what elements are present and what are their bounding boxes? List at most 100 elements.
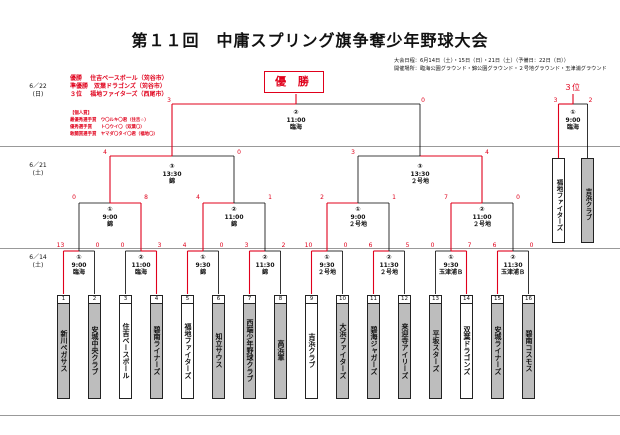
team-15: 安城ライナーズ	[491, 295, 504, 399]
score: 6	[492, 242, 497, 249]
team-16: 碧南コスモス	[522, 295, 535, 399]
score: 0	[516, 194, 520, 201]
result-runner-up: 準優勝 双葉ドラゴンズ（苅谷市）	[70, 83, 166, 90]
team-3: 住吉ベースボール	[119, 295, 132, 399]
score: 10	[304, 242, 313, 249]
score: 0	[343, 242, 348, 249]
score: 0	[219, 242, 224, 249]
team-8: 高浜軍	[274, 295, 287, 399]
team-number: 14	[460, 295, 473, 304]
result-champion: 優勝 住吉ベースボール（苅谷市）	[70, 75, 168, 82]
score: 4	[196, 194, 200, 201]
team-number: 9	[305, 295, 318, 304]
score: 4	[182, 242, 187, 249]
team-number: 1	[57, 295, 70, 304]
venue-text: 開催場所：臨海公園グラウンド・錦公園グラウンド・２号地グラウンド・玉津浦グラウン…	[394, 66, 607, 72]
score: 6	[368, 242, 373, 249]
team-number: 8	[274, 295, 287, 304]
score: 3	[553, 97, 558, 104]
divider	[0, 146, 620, 147]
team-10: 大浜ファイターズ	[336, 295, 349, 399]
team-number: 2	[88, 295, 101, 304]
score: 2	[320, 194, 324, 201]
score: 0	[529, 242, 534, 249]
date-final: 6／22(日)	[29, 83, 47, 98]
team-5: 福地ファイターズ	[181, 295, 194, 399]
score: 0	[421, 97, 425, 104]
team-number: 7	[243, 295, 256, 304]
team-7: 西端少年野球クラブ	[243, 295, 256, 399]
team-1: 新川ペガサス	[57, 295, 70, 399]
team-6: 知立サウス	[212, 295, 225, 399]
score: 3	[351, 149, 355, 156]
score: 4	[485, 149, 489, 156]
team-number: 10	[336, 295, 349, 304]
team-13: 平坂スターズ	[429, 295, 442, 399]
award-excellent: 優秀選手賞 ト〇ウイ〇（双葉〇）	[70, 125, 145, 130]
score: 5	[405, 242, 410, 249]
score: 0	[72, 194, 76, 201]
award-heading: 【個人賞】	[70, 111, 92, 116]
score: 3	[157, 242, 162, 249]
date-semifinal: 6／21(土)	[29, 162, 47, 177]
score: 0	[430, 242, 435, 249]
score: 2	[588, 97, 593, 104]
score: 1	[392, 194, 396, 201]
team-number: 6	[212, 295, 225, 304]
score: 3	[167, 97, 171, 104]
team-9: 吉浜クラブ	[305, 295, 318, 399]
score: 0	[237, 149, 241, 156]
score: 7	[467, 242, 472, 249]
score: 2	[281, 242, 286, 249]
score: 0	[95, 242, 100, 249]
third-place-label: ３位	[564, 83, 580, 92]
score: 7	[444, 194, 448, 201]
score: 1	[268, 194, 272, 201]
team-11: 碧海ジャガーズ	[367, 295, 380, 399]
third-place-team-yoshihama: 吉浜クラブ	[581, 158, 594, 243]
score: 4	[103, 149, 107, 156]
team-number: 3	[119, 295, 132, 304]
team-number: 12	[398, 295, 411, 304]
third-place-team-fukuchi: 福地ファイターズ	[552, 158, 565, 243]
score: 3	[244, 242, 249, 249]
score: 8	[144, 194, 148, 201]
team-4: 碧南ライナーズ	[150, 295, 163, 399]
winner-label: 優 勝	[264, 71, 324, 93]
page-title: 第１１回 中庸スプリング旗争奪少年野球大会	[131, 31, 489, 50]
result-third: ３位 福地ファイターズ（西尾市）	[70, 91, 168, 98]
divider	[0, 415, 620, 416]
team-2: 安城中央クラブ	[88, 295, 101, 399]
divider	[0, 248, 620, 249]
team-12: 来迎寺アイリーズ	[398, 295, 411, 399]
team-number: 4	[150, 295, 163, 304]
team-14: 双葉ドラゴンズ	[460, 295, 473, 399]
score: 13	[56, 242, 65, 249]
award-fighting: 敢闘賞選手賞 ヤマダ〇タイ〇君（福地〇）	[70, 132, 158, 137]
schedule-text: 大会日程：6月14日（土）・15日（日）・21日（土）（予備日：22日（日））	[394, 58, 569, 64]
date-first-round: 6／14(土)	[29, 254, 47, 269]
award-best: 最優秀選手賞 ウ〇ルキ〇君（住吉☆）	[70, 118, 149, 123]
team-number: 11	[367, 295, 380, 304]
team-number: 15	[491, 295, 504, 304]
score: 0	[120, 242, 125, 249]
team-number: 5	[181, 295, 194, 304]
team-number: 16	[522, 295, 535, 304]
